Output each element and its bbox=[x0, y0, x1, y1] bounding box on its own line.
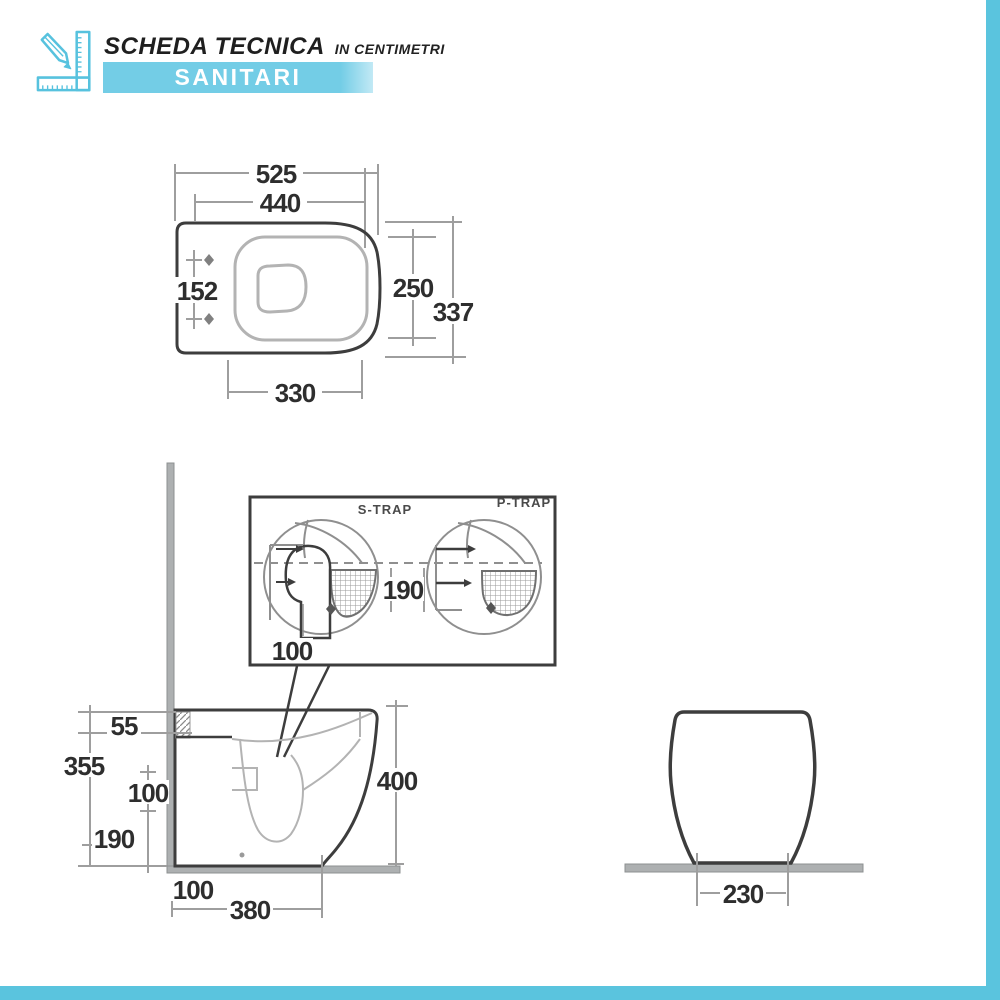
bottom-accent-border bbox=[0, 986, 1000, 1000]
dim-plan-front-width: 330 bbox=[275, 378, 316, 408]
dim-side-trap-spacing: 100 bbox=[128, 778, 169, 808]
header-title-row: SCHEDA TECNICA IN CENTIMETRI bbox=[104, 33, 664, 61]
dim-side-under-rim-height: 355 bbox=[64, 751, 105, 781]
floor-section-front bbox=[624, 863, 864, 873]
dim-plan-total-width: 525 bbox=[256, 159, 297, 189]
side-bowl-detail bbox=[231, 711, 373, 843]
page-subtitle: IN CENTIMETRI bbox=[334, 41, 445, 57]
dim-side-total-height: 400 bbox=[377, 766, 418, 796]
trap-detail-box: S-TRAP P-TRAP 190 100 bbox=[248, 495, 557, 758]
p-trap-water bbox=[480, 570, 538, 616]
dim-plan-inner-depth: 250 bbox=[393, 273, 434, 303]
dim-trap-outlet-offset: 100 bbox=[272, 636, 313, 666]
p-trap-circle bbox=[426, 519, 542, 635]
ruler-pencil-icon bbox=[36, 30, 91, 92]
plan-fixing-holes bbox=[204, 254, 214, 325]
dim-front-base-width: 230 bbox=[723, 879, 764, 909]
front-view: 230 bbox=[624, 710, 864, 909]
side-view: 55 355 100 190 400 100 380 bbox=[61, 462, 420, 925]
trap-box-frame bbox=[248, 495, 557, 667]
p-trap-section bbox=[435, 519, 538, 616]
s-trap-section bbox=[269, 519, 378, 640]
plan-seat-outline bbox=[233, 235, 369, 342]
s-trap-circle bbox=[263, 519, 379, 635]
dim-plan-total-depth: 337 bbox=[433, 297, 474, 327]
dim-side-total-depth: 380 bbox=[230, 895, 271, 925]
plan-drain-outline bbox=[256, 263, 308, 314]
s-trap-label: S-TRAP bbox=[358, 502, 412, 517]
category-banner: SANITARI bbox=[103, 62, 373, 93]
p-trap-label: P-TRAP bbox=[497, 495, 551, 510]
right-accent-border bbox=[986, 0, 1000, 1000]
dim-side-outlet-floor-height: 190 bbox=[94, 824, 135, 854]
plan-view: 525 440 152 250 337 330 bbox=[174, 159, 476, 408]
wall-flange-hatch bbox=[175, 711, 191, 739]
dim-plan-holes-spacing: 152 bbox=[177, 276, 218, 306]
dim-plan-seat-width: 440 bbox=[260, 188, 301, 218]
front-body-outline bbox=[668, 710, 817, 865]
dim-trap-outlet-height: 190 bbox=[383, 575, 424, 605]
s-trap-pipe bbox=[284, 544, 332, 640]
dim-side-rim-thickness: 55 bbox=[111, 711, 138, 741]
s-trap-water bbox=[329, 569, 378, 618]
plan-body-outline bbox=[175, 221, 382, 355]
front-dimension-lines bbox=[696, 853, 789, 906]
page-title: SCHEDA TECNICA bbox=[104, 33, 325, 60]
side-body-outline bbox=[173, 708, 379, 868]
dim-side-outlet-wall-distance: 100 bbox=[173, 875, 214, 905]
